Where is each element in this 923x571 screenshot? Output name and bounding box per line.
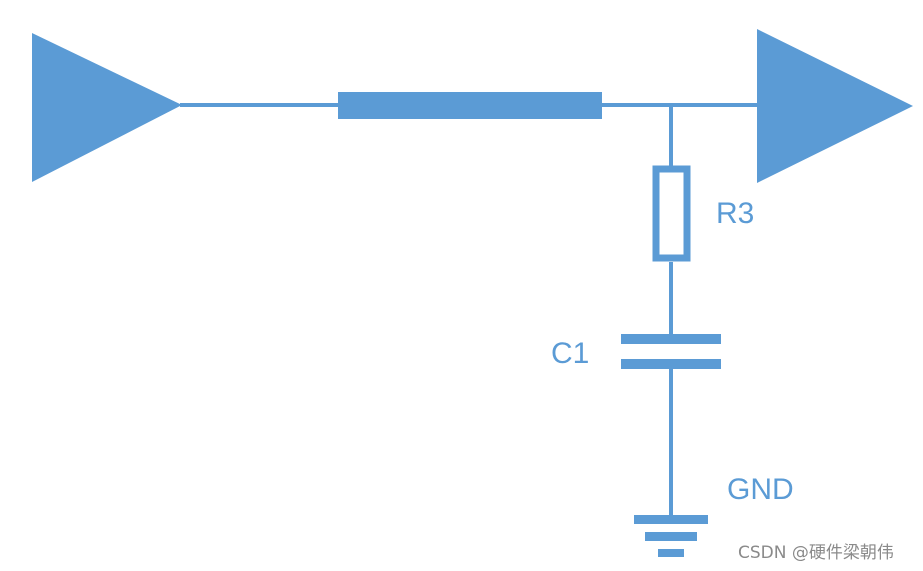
ground-bar-medium bbox=[645, 532, 697, 541]
resistor-label: R3 bbox=[716, 197, 754, 230]
capacitor-c1-bottom-plate bbox=[621, 359, 721, 369]
transmission-line bbox=[338, 92, 602, 119]
ground-bar-narrow bbox=[658, 549, 684, 557]
capacitor-label: C1 bbox=[551, 337, 589, 370]
resistor-r3 bbox=[652, 165, 691, 262]
ground-bar-wide bbox=[634, 515, 708, 524]
capacitor-c1-top-plate bbox=[621, 334, 721, 344]
ground-label: GND bbox=[727, 473, 794, 506]
output-port-arrow bbox=[757, 29, 913, 183]
input-port-arrow bbox=[32, 33, 182, 182]
ground-symbol-icon bbox=[634, 515, 708, 557]
watermark: CSDN @硬件梁朝伟 bbox=[738, 543, 894, 563]
